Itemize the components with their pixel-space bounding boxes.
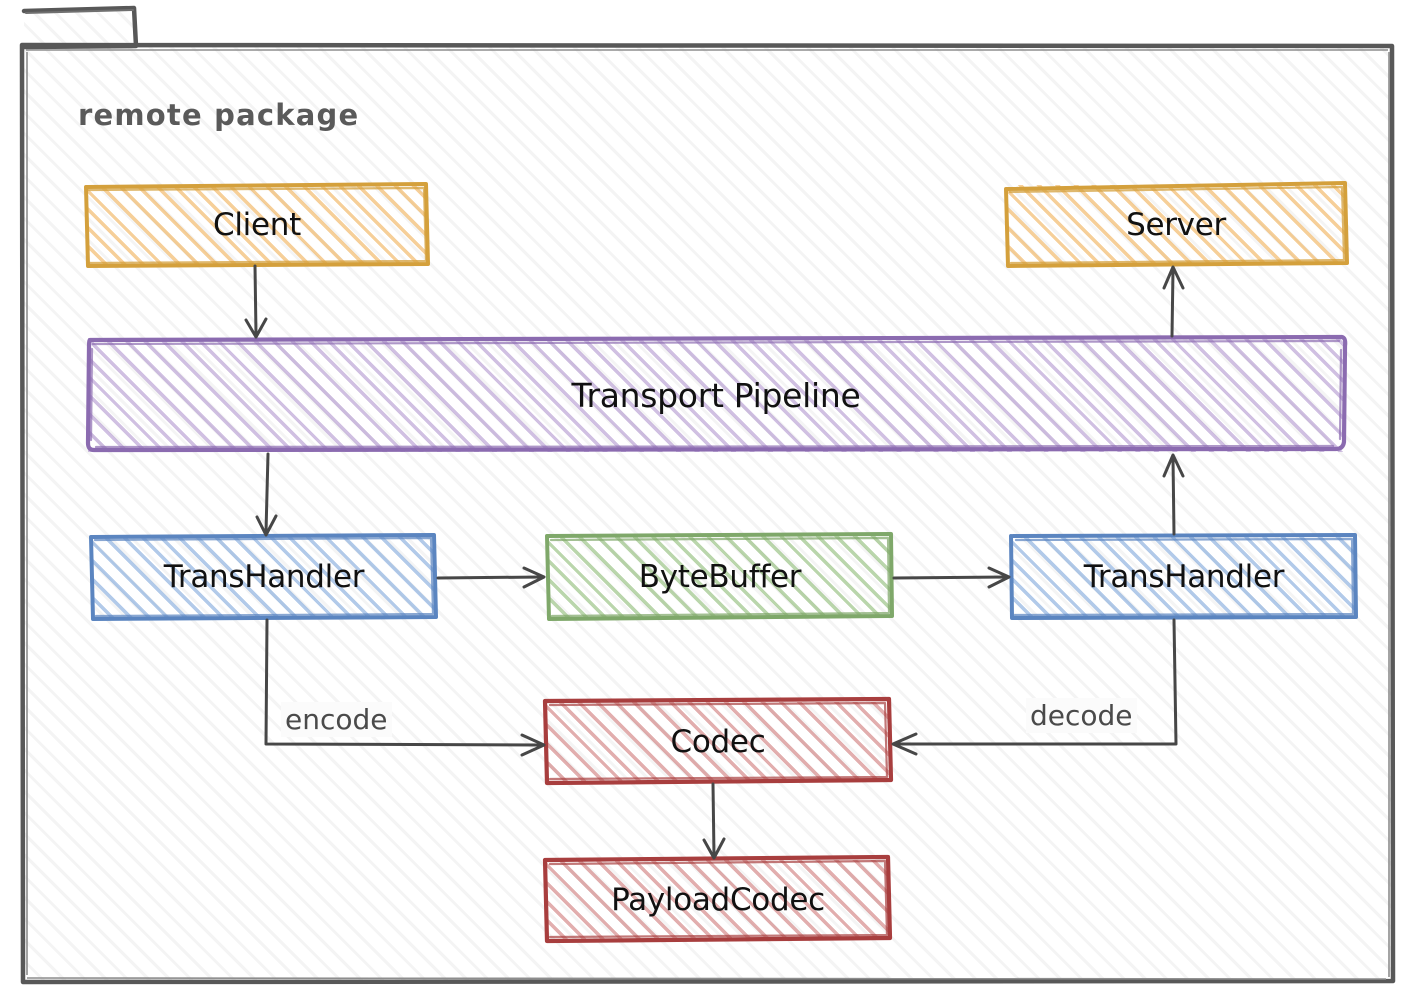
- node-transhandler-left-label: TransHandler: [163, 559, 365, 595]
- node-payloadcodec[interactable]: PayloadCodec: [542, 854, 893, 944]
- package-title: remote package: [78, 98, 360, 132]
- node-server-fill: [1006, 185, 1346, 265]
- node-transhandler-right-label: TransHandler: [1083, 559, 1285, 595]
- node-client-fill: [86, 185, 428, 265]
- node-client-label: Client: [213, 207, 301, 243]
- node-transhandler-right[interactable]: TransHandler: [1009, 533, 1358, 620]
- node-transport-pipeline-fill: [88, 338, 1344, 452]
- node-transport-pipeline[interactable]: Transport Pipeline: [85, 334, 1348, 453]
- node-bytebuffer-fill: [548, 536, 892, 618]
- edge-label-encode: encode: [281, 702, 392, 737]
- node-bytebuffer-label: ByteBuffer: [638, 559, 802, 595]
- package-tab-background: [24, 9, 136, 47]
- node-transhandler-left-fill: [92, 536, 436, 618]
- node-transport-pipeline-label: Transport Pipeline: [571, 375, 861, 415]
- node-transhandler-left[interactable]: TransHandler: [89, 533, 438, 621]
- node-server-label: Server: [1126, 207, 1226, 243]
- node-codec-fill: [546, 702, 890, 782]
- node-server[interactable]: Server: [1004, 181, 1349, 268]
- node-payloadcodec-label: PayloadCodec: [611, 882, 825, 918]
- node-client[interactable]: Client: [84, 182, 430, 268]
- node-bytebuffer[interactable]: ByteBuffer: [545, 532, 894, 621]
- node-payloadcodec-fill: [546, 860, 890, 940]
- node-codec[interactable]: Codec: [542, 696, 894, 786]
- edge-label-decode: decode: [1026, 698, 1137, 733]
- node-transhandler-right-fill: [1012, 536, 1356, 618]
- node-codec-label: Codec: [670, 724, 766, 760]
